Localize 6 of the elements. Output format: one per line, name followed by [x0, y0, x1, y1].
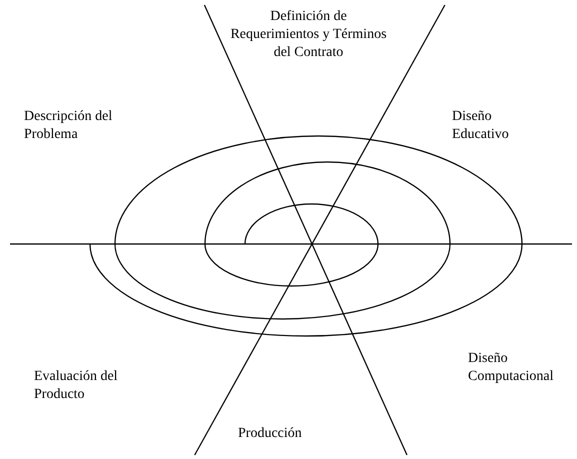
phase-label: Producción — [238, 425, 303, 443]
phase-label: Diseño Educativo — [452, 108, 510, 144]
phase-label: Evaluación del Producto — [34, 368, 119, 404]
phase-label: Diseño Computacional — [468, 350, 555, 386]
phase-label: Descripción del Problema — [24, 108, 114, 144]
phase-label: Definición de Requerimientos y Términos del Contrato — [229, 8, 388, 62]
